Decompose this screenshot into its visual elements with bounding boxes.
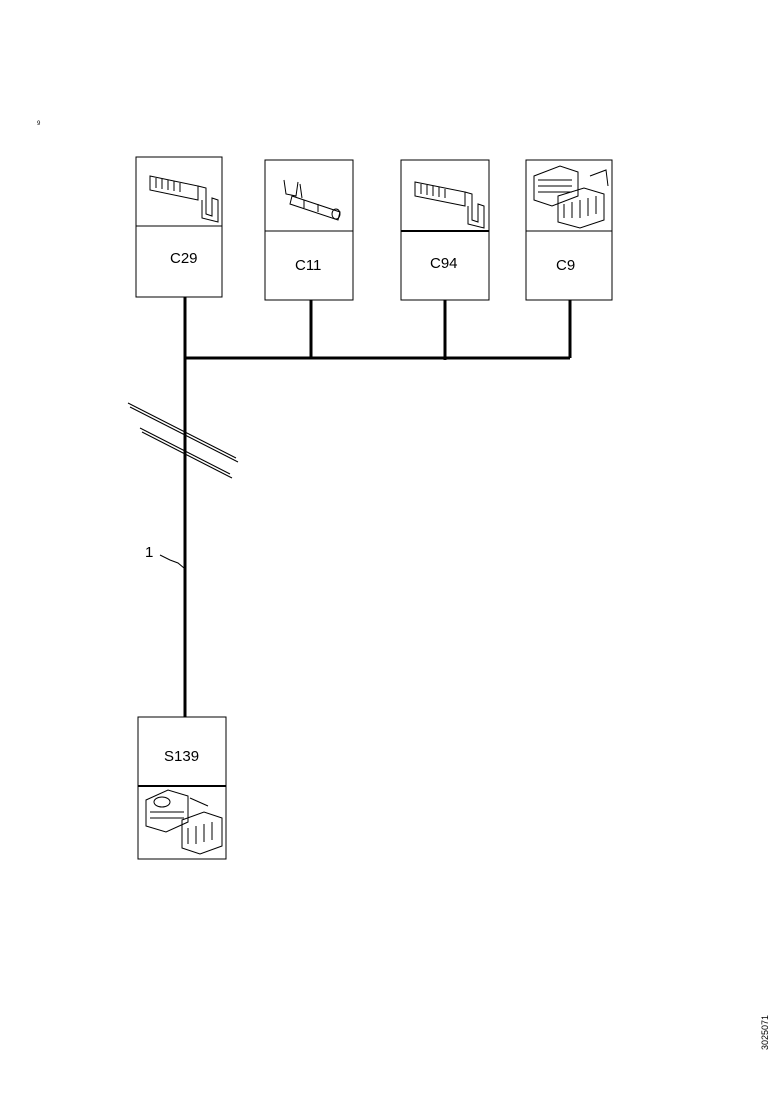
- connector-c11[interactable]: C11: [264, 159, 354, 301]
- terminal-pin-icon: [149, 175, 219, 223]
- terminal-crimp-icon: [283, 179, 341, 221]
- wire-number: 1: [145, 544, 153, 561]
- wire-bus: [183, 297, 572, 717]
- connector-label: C94: [430, 255, 458, 272]
- connector-c94[interactable]: C94: [400, 159, 490, 301]
- connector-housing-icon: [533, 165, 609, 229]
- connector-c29[interactable]: C29: [135, 156, 223, 298]
- corner-mark: 9: [37, 121, 41, 127]
- wire-callout: 1: [145, 544, 185, 569]
- connector-c9[interactable]: C9: [525, 159, 613, 301]
- terminal-pin-icon: [414, 181, 485, 229]
- connector-label: C11: [295, 257, 321, 274]
- connector-label: S139: [164, 748, 199, 765]
- connector-label: C9: [556, 257, 575, 274]
- figure-id: 3025071: [760, 1015, 770, 1050]
- connector-housing-icon: [145, 789, 223, 855]
- wire-break-symbol: [127, 402, 239, 479]
- connector-s139[interactable]: S139: [137, 716, 227, 860]
- connector-label: C29: [170, 250, 198, 267]
